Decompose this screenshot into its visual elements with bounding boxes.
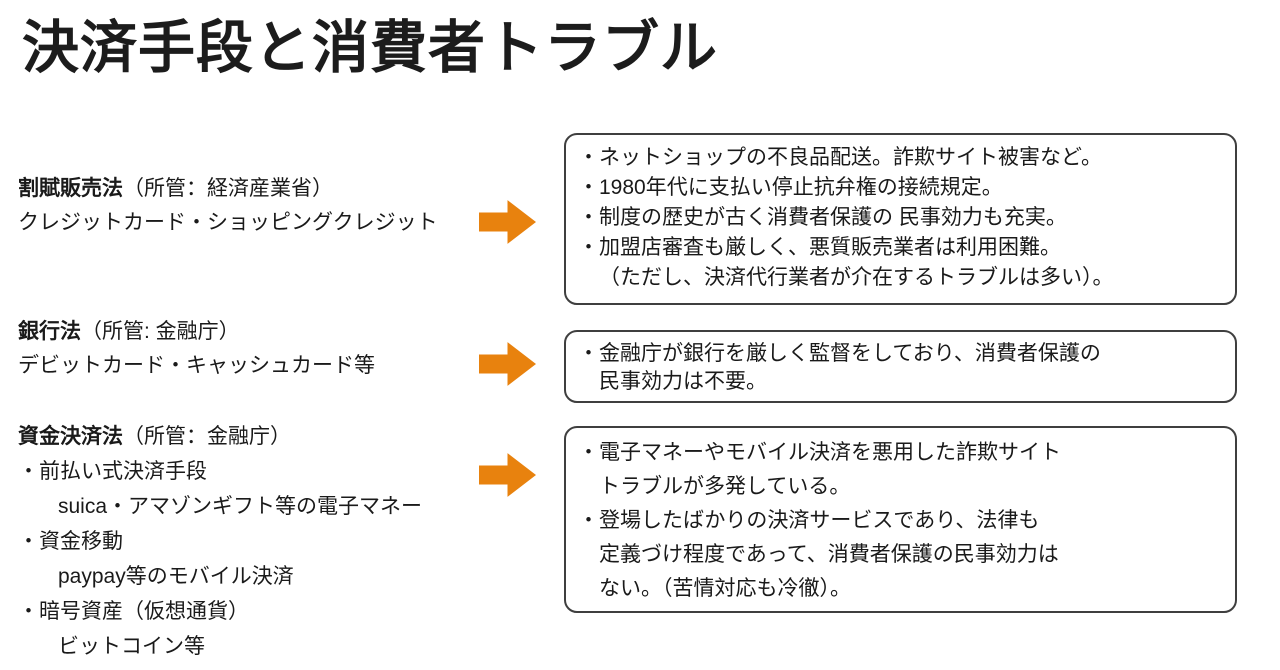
note-line: ・加盟店審査も厳しく、悪質販売業者は利用困難。 bbox=[578, 236, 1061, 259]
section-payment-services-law: 資金決済法（所管：金融庁） ・前払い式決済手段 suica・アマゾンギフト等の電… bbox=[18, 419, 422, 664]
banking-law-notes-box: ・金融庁が銀行を厳しく監督をしており、消費者保護の 民事効力は不要。 bbox=[564, 330, 1237, 403]
right-arrow-icon bbox=[479, 200, 536, 244]
list-item: ビットコイン等 bbox=[58, 635, 205, 658]
note-line: トラブルが多発している。 bbox=[599, 475, 851, 498]
law-name: 資金決済法 bbox=[18, 425, 123, 448]
law-jurisdiction: （所管: 金融庁） bbox=[81, 320, 240, 343]
note-line: （ただし、決済代行業者が介在するトラブルは多い）。 bbox=[599, 266, 1114, 289]
note-line: ない。（苦情対応も冷徹）。 bbox=[599, 577, 851, 600]
section-installment-sales-law: 割賦販売法（所管：経済産業省） クレジットカード・ショッピングクレジット bbox=[18, 172, 438, 240]
note-line: ・登場したばかりの決済サービスであり、法律も bbox=[578, 509, 1040, 532]
note-line: ・ネットショップの不良品配送。詐欺サイト被害など。 bbox=[578, 146, 1102, 169]
list-item: ・前払い式決済手段 bbox=[18, 460, 207, 483]
installment-law-notes-box: ・ネットショップの不良品配送。詐欺サイト被害など。 ・1980年代に支払い停止抗… bbox=[564, 133, 1237, 305]
note-line: 民事効力は不要。 bbox=[599, 370, 767, 393]
right-arrow-icon bbox=[479, 453, 536, 497]
right-arrow-icon bbox=[479, 342, 536, 386]
law-name: 割賦販売法 bbox=[18, 177, 123, 200]
note-line: ・1980年代に支払い停止抗弁権の接続規定。 bbox=[578, 176, 1003, 199]
page-title: 決済手段と消費者トラブル bbox=[22, 16, 718, 80]
law-jurisdiction: （所管：金融庁） bbox=[123, 425, 291, 448]
note-line: 定義づけ程度であって、消費者保護の民事効力は bbox=[599, 543, 1059, 566]
section-banking-law: 銀行法（所管: 金融庁） デビットカード・キャッシュカード等 bbox=[18, 315, 375, 383]
note-line: ・電子マネーやモバイル決済を悪用した詐欺サイト bbox=[578, 441, 1061, 464]
law-name: 銀行法 bbox=[18, 320, 81, 343]
list-item: suica・アマゾンギフト等の電子マネー bbox=[58, 495, 423, 518]
note-line: ・制度の歴史が古く消費者保護の 民事効力も充実。 bbox=[578, 206, 1067, 229]
note-line: ・金融庁が銀行を厳しく監督をしており、消費者保護の bbox=[578, 342, 1101, 365]
law-heading: 割賦販売法（所管：経済産業省） bbox=[18, 172, 438, 206]
list-item: ・暗号資産（仮想通貨） bbox=[18, 600, 249, 623]
law-subtext: クレジットカード・ショッピングクレジット bbox=[18, 211, 438, 234]
list-item: paypay等のモバイル決済 bbox=[58, 565, 294, 588]
list-item: ・資金移動 bbox=[18, 530, 123, 553]
law-jurisdiction: （所管：経済産業省） bbox=[123, 177, 333, 200]
law-heading: 銀行法（所管: 金融庁） bbox=[18, 315, 375, 349]
payment-services-law-notes-box: ・電子マネーやモバイル決済を悪用した詐欺サイト トラブルが多発している。 ・登場… bbox=[564, 426, 1237, 613]
law-heading: 資金決済法（所管：金融庁） bbox=[18, 419, 422, 454]
law-subtext: デビットカード・キャッシュカード等 bbox=[18, 354, 375, 377]
